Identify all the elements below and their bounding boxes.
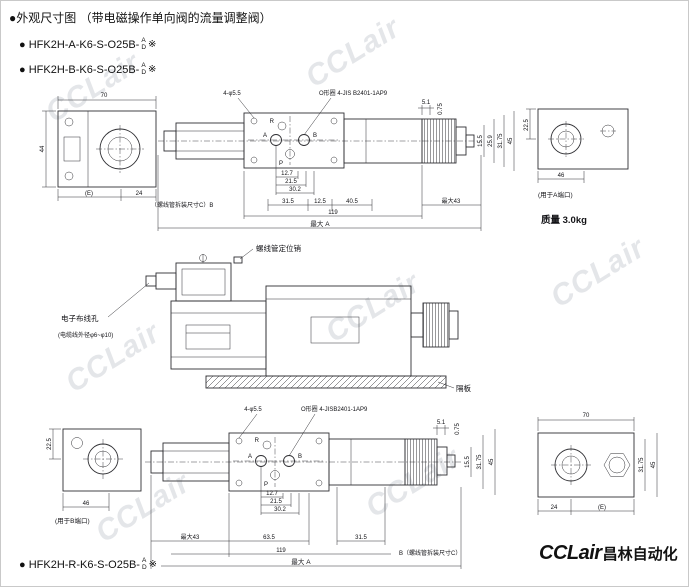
model-a-suffix-top: A xyxy=(141,37,146,44)
top-main-view: R A B P 4-φ5.5 O形圈 4-JIS B2401-1AP9 5.1 … xyxy=(158,89,515,171)
model-b-note-mark: ※ xyxy=(148,64,157,76)
dim-5-1: 5.1 xyxy=(422,100,431,106)
model-number-r: ● HFK2H-R-K6-S-O25B- A D ※ xyxy=(19,557,158,572)
dim-12-7: 12.7 xyxy=(266,491,278,497)
dim-46: 46 xyxy=(558,173,565,179)
port-label-a: A xyxy=(248,454,252,460)
dim-70: 70 xyxy=(101,93,108,99)
dim-21-5: 21.5 xyxy=(285,179,297,185)
dim-31-5: 31.5 xyxy=(282,199,294,205)
dim-22-5: 22.5 xyxy=(47,438,53,450)
model-r-suffix-bottom: D xyxy=(141,563,147,571)
watermark-text: CCLair xyxy=(299,10,406,95)
dim-45: 45 xyxy=(508,137,514,144)
dim-21-5: 21.5 xyxy=(270,499,282,505)
brand-logo: CCLair 昌林自动化 xyxy=(539,542,678,565)
page-title: ●外观尺寸图 （带电磁操作单向阀的流量调整阀） xyxy=(9,11,272,25)
brand-latin-text: CCLair xyxy=(539,542,602,564)
dim-max-43: 最大43 xyxy=(181,533,200,541)
dim-119: 119 xyxy=(328,210,338,216)
dim-45: 45 xyxy=(651,461,657,468)
dim-15-5: 15.5 xyxy=(465,456,471,468)
dim-70: 70 xyxy=(583,413,590,419)
bottom-left-end-view: 22.5 46 (用于B端口) xyxy=(47,428,142,525)
dim-24: 24 xyxy=(136,191,143,197)
dim-30-2: 30.2 xyxy=(289,187,301,193)
dim-25-9: 25.9 xyxy=(488,135,494,147)
watermark-text: CCLair xyxy=(544,230,651,315)
dim-e: (E) xyxy=(85,191,93,197)
dim-12-7: 12.7 xyxy=(281,171,293,177)
wiring-hole-label: 电子布线孔 xyxy=(61,313,99,323)
coil-removal-note: （螺线管拆装尺寸C）B xyxy=(151,201,213,209)
separator-plate-label: 隔板 xyxy=(456,383,471,393)
dim-119: 119 xyxy=(276,548,286,554)
top-right-end-view: 22.5 46 (用于A端口) xyxy=(524,108,629,199)
dim-e: (E) xyxy=(598,505,606,511)
port-b-note: (用于B端口) xyxy=(55,516,90,525)
model-a-voltage-stack: A D xyxy=(141,37,147,52)
dim-max-a: 最大 A xyxy=(310,219,330,228)
model-a-suffix-bottom: D xyxy=(141,43,147,51)
cable-od-note: (电缆线外径φ6~φ10) xyxy=(58,331,113,339)
model-number-b: ● HFK2H-B-K6-S-O25B- A D ※ xyxy=(19,62,157,77)
callout-oring: O形圈 4-JIS B2401-1AP9 xyxy=(319,89,388,97)
model-r-text: ● HFK2H-R-K6-S-O25B- xyxy=(19,558,140,571)
dim-31-5: 31.5 xyxy=(355,535,367,541)
model-b-suffix-top: A xyxy=(141,62,146,69)
dim-12-5: 12.5 xyxy=(314,199,326,205)
port-label-p: P xyxy=(264,482,268,488)
port-label-b: B xyxy=(298,454,302,460)
dim-15-5: 15.5 xyxy=(478,135,484,147)
side-elevation-view xyxy=(145,254,459,389)
bottom-bottom-dims: 12.7 21.5 30.2 最大43 63.5 31.5 119 B（螺线管拆… xyxy=(150,467,461,569)
model-b-text: ● HFK2H-B-K6-S-O25B- xyxy=(19,63,140,76)
dim-31-75: 31.75 xyxy=(498,133,504,149)
dim-max-43: 最大43 xyxy=(442,197,461,205)
bottom-right-end-view: 70 31.75 45 24 (E) xyxy=(537,413,658,515)
dim-22-5: 22.5 xyxy=(524,119,530,131)
dim-40-5: 40.5 xyxy=(346,199,358,205)
dim-31-75: 31.75 xyxy=(639,457,645,473)
dim-63-5: 63.5 xyxy=(263,535,275,541)
port-label-p: P xyxy=(279,161,283,167)
dim-max-a: 最大 A xyxy=(291,557,311,566)
port-label-a: A xyxy=(263,133,267,139)
dim-24: 24 xyxy=(551,505,558,511)
model-a-text: ● HFK2H-A-K6-S-O25B- xyxy=(19,38,140,51)
dim-31-75: 31.75 xyxy=(477,454,483,470)
top-dimension-drawing: 70 44 (E) 24 xyxy=(40,89,629,231)
model-r-voltage-stack: A D xyxy=(141,557,147,572)
model-b-voltage-stack: A D xyxy=(141,62,147,77)
coil-removal-note: B（螺线管拆装尺寸C） xyxy=(399,549,461,557)
bottom-main-view: R A B P 4-φ5.5 O形圈 4-JISB2401-1AP9 5.1 0… xyxy=(145,405,496,495)
dim-30-2: 30.2 xyxy=(274,507,286,513)
bottom-dimension-drawing: 22.5 46 (用于B端口) R A B xyxy=(47,405,658,569)
model-r-note-mark: ※ xyxy=(148,559,158,571)
port-label-b: B xyxy=(313,133,317,139)
solenoid-pin-label: 螺线管定位销 xyxy=(256,243,301,253)
port-label-r: R xyxy=(270,119,275,125)
dim-0-75: 0.75 xyxy=(455,423,461,435)
port-a-note: (用于A端口) xyxy=(538,190,573,199)
side-elevation-callouts: 螺线管定位销 电子布线孔 (电缆线外径φ6~φ10) 隔板 xyxy=(58,243,471,393)
top-bottom-dims: 12.7 21.5 30.2 （螺线管拆装尺寸C）B 31.5 12.5 40.… xyxy=(151,146,482,231)
model-b-suffix-bottom: D xyxy=(141,68,147,76)
callout-bolt-holes: 4-φ5.5 xyxy=(223,91,241,97)
model-a-note-mark: ※ xyxy=(148,39,157,51)
side-elevation-drawing: 螺线管定位销 电子布线孔 (电缆线外径φ6~φ10) 隔板 xyxy=(58,243,471,393)
dim-5-1: 5.1 xyxy=(437,420,446,426)
callout-oring: O形圈 4-JISB2401-1AP9 xyxy=(301,405,368,413)
top-left-side-view: 70 44 (E) 24 xyxy=(40,93,157,201)
model-r-suffix-top: A xyxy=(141,557,147,564)
dim-46: 46 xyxy=(83,501,90,507)
model-number-a: ● HFK2H-A-K6-S-O25B- A D ※ xyxy=(19,37,157,52)
callout-bolt-holes: 4-φ5.5 xyxy=(244,407,262,413)
dim-44: 44 xyxy=(40,145,46,152)
port-label-r: R xyxy=(255,438,260,444)
brand-cjk-text: 昌林自动化 xyxy=(602,546,678,563)
weight-label: 质量 3.0kg xyxy=(541,214,587,226)
dim-0-75: 0.75 xyxy=(438,103,444,115)
dim-45: 45 xyxy=(489,458,495,465)
